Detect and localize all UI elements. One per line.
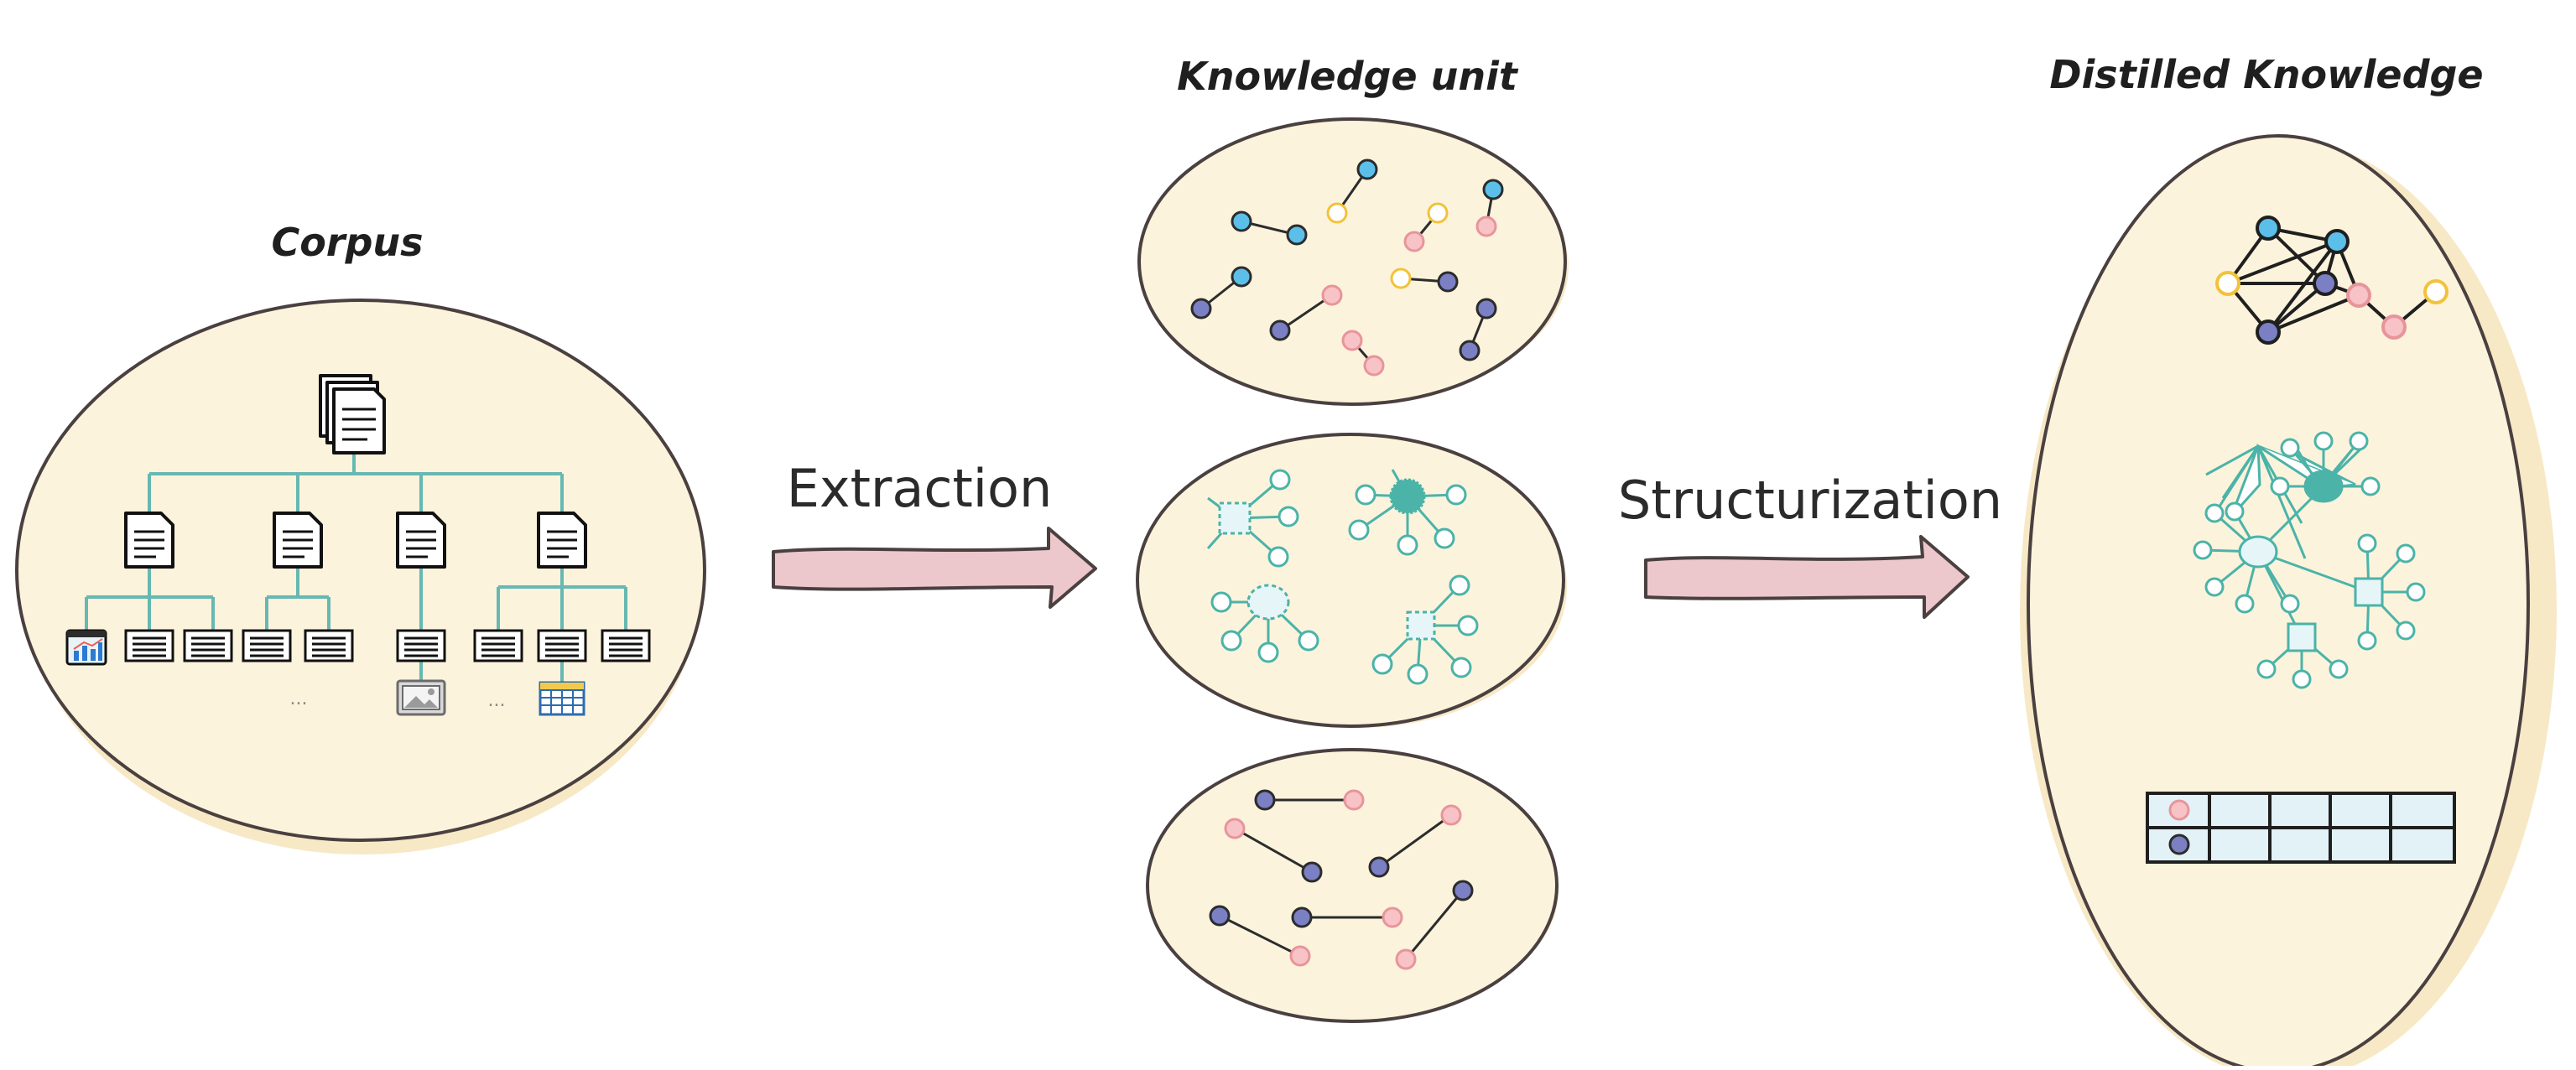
distilled-table [2146,792,2456,864]
knowledge-panel-middle [1136,433,1567,728]
distilled-network-nodes [2193,431,2426,689]
section-icons [124,629,651,662]
knowledge-pairs-top [1190,158,1504,377]
document-icon [124,512,174,569]
knowledge-panel-bottom [1146,748,1559,1023]
extraction-label: Extraction [786,458,1053,519]
document-stack-icon [319,374,386,454]
corpus-tree-lines [85,453,627,689]
knowledge-pairs-bottom [1209,789,1474,970]
document-icon [396,512,446,569]
knowledge-stars-middle [1206,469,1479,685]
text-block-icon [473,629,523,662]
image-icon [396,679,446,716]
structurization-arrow [1644,535,1970,619]
text-block-icon [242,629,292,662]
ellipsis-label: ... [290,688,308,709]
text-block-icon [304,629,354,662]
structurization-label: Structurization [1617,470,2003,531]
knowledge-unit-title: Knowledge unit [1177,54,1517,99]
chart-icon [65,629,107,666]
table-icon [539,681,585,716]
distilled-graph [2215,216,2449,345]
extraction-arrow [772,527,1097,609]
corpus-panel [15,299,706,854]
text-block-icon [601,629,651,662]
corpus-title: Corpus [271,220,424,265]
document-icon [273,512,323,569]
ellipsis-label: ... [488,690,506,711]
distilled-knowledge-title: Distilled Knowledge [2049,52,2484,97]
knowledge-panel-top [1137,117,1569,406]
text-block-icon [183,629,233,662]
text-block-icon [396,629,446,662]
text-block-icon [537,629,587,662]
text-block-icon [124,629,174,662]
document-icon [537,512,587,569]
